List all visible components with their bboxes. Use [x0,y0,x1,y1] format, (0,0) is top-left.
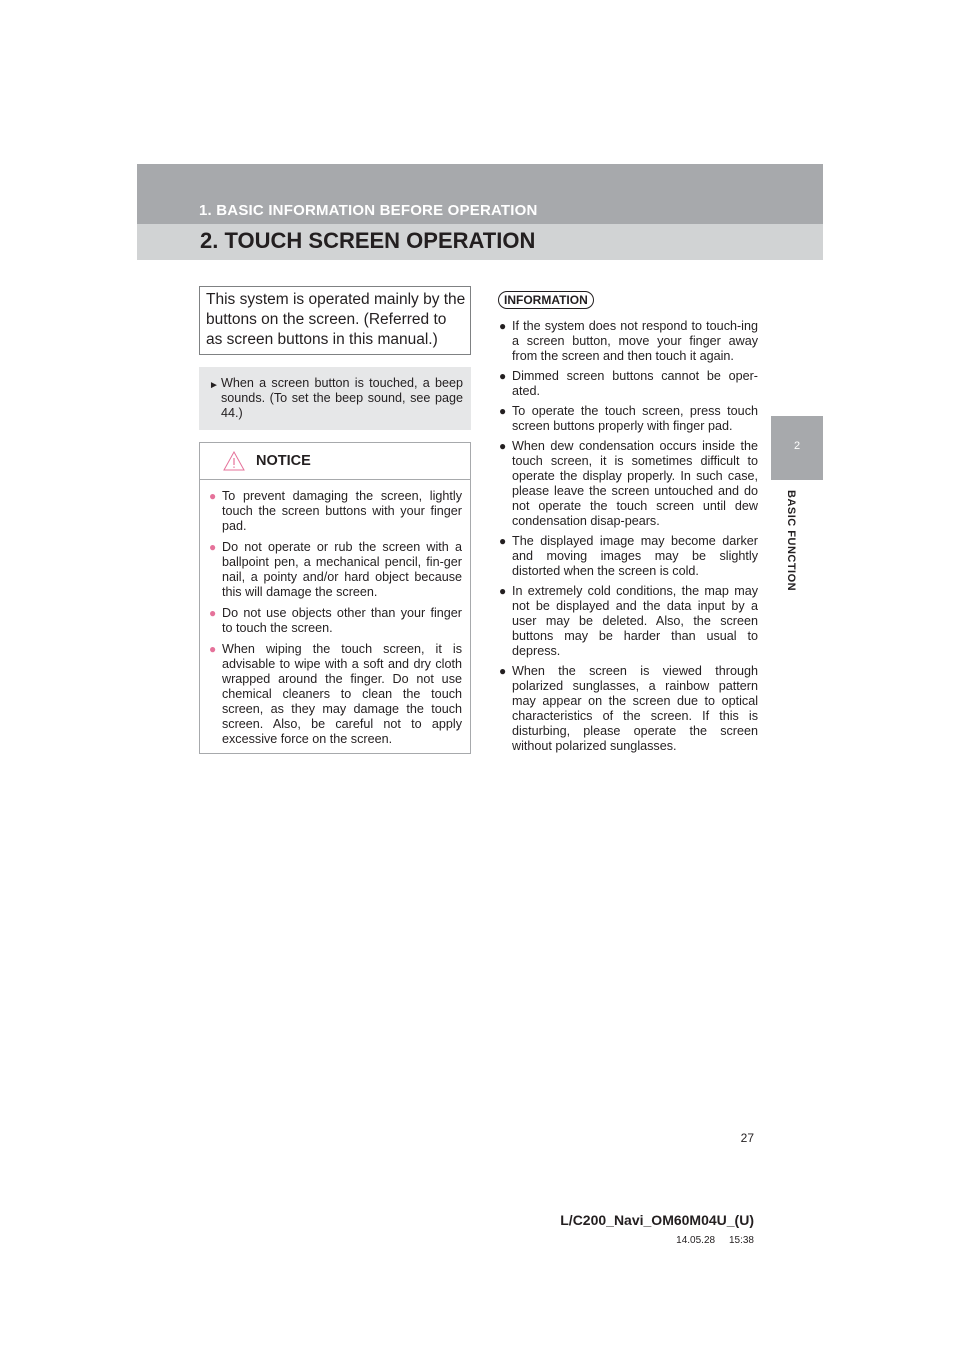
information-item: ●The displayed image may become darker a… [499,534,758,578]
information-title: INFORMATION [498,291,594,309]
triangle-bullet-icon: ► [209,380,219,391]
file-id: L/C200_Navi_OM60M04U_(U) [560,1212,754,1228]
information-item: ●When dew condensation occurs inside the… [499,439,758,528]
warning-triangle-icon [223,451,245,471]
round-bullet-icon: ● [209,489,217,503]
notice-item: ●Do not use objects other than your fing… [209,606,462,635]
tip-row: ► When a screen button is touched, a bee… [209,376,463,421]
title-band: 2. TOUCH SCREEN OPERATION [137,224,823,260]
round-bullet-icon: ● [499,369,507,383]
page-title: 2. TOUCH SCREEN OPERATION [200,228,536,253]
round-bullet-icon: ● [209,642,217,656]
tip-text: When a screen button is touched, a beep … [221,376,463,420]
chapter-label: BASIC FUNCTION [785,490,807,630]
right-column: INFORMATION ●If the system does not resp… [498,291,758,759]
round-bullet-icon: ● [499,664,507,678]
information-item: ●If the system does not respond to touch… [499,319,758,363]
round-bullet-icon: ● [499,584,507,598]
information-item: ●Dimmed screen buttons cannot be oper-at… [499,369,758,398]
round-bullet-icon: ● [499,404,507,418]
notice-item: ●Do not operate or rub the screen with a… [209,540,462,599]
section-label: 1. BASIC INFORMATION BEFORE OPERATION [199,202,538,219]
round-bullet-icon: ● [499,534,507,548]
information-item: ●To operate the touch screen, press touc… [499,404,758,433]
tip-box: ► When a screen button is touched, a bee… [199,367,471,430]
round-bullet-icon: ● [499,319,507,333]
notice-box: NOTICE ●To prevent damaging the screen, … [199,442,471,754]
notice-item: ●When wiping the touch screen, it is adv… [209,642,462,746]
notice-divider [200,479,470,480]
chapter-label-text: BASIC FUNCTION [785,490,797,592]
notice-list: ●To prevent damaging the screen, lightly… [209,489,462,753]
round-bullet-icon: ● [209,606,217,620]
round-bullet-icon: ● [499,439,507,453]
page-number: 27 [740,1131,754,1145]
round-bullet-icon: ● [209,540,217,554]
notice-item: ●To prevent damaging the screen, lightly… [209,489,462,533]
intro-box: This system is operated mainly by the bu… [199,286,471,355]
chapter-tab: 2 [771,416,823,480]
notice-title: NOTICE [256,453,311,469]
chapter-number: 2 [793,440,801,452]
header-band: 1. BASIC INFORMATION BEFORE OPERATION [137,164,823,224]
left-column: This system is operated mainly by the bu… [199,286,471,754]
notice-header: NOTICE [223,451,311,471]
information-item: ●In extremely cold conditions, the map m… [499,584,758,658]
information-item: ●When the screen is viewed through polar… [499,664,758,753]
print-timestamp: 14.05.28 15:38 [676,1235,754,1246]
information-list: ●If the system does not respond to touch… [498,319,758,754]
